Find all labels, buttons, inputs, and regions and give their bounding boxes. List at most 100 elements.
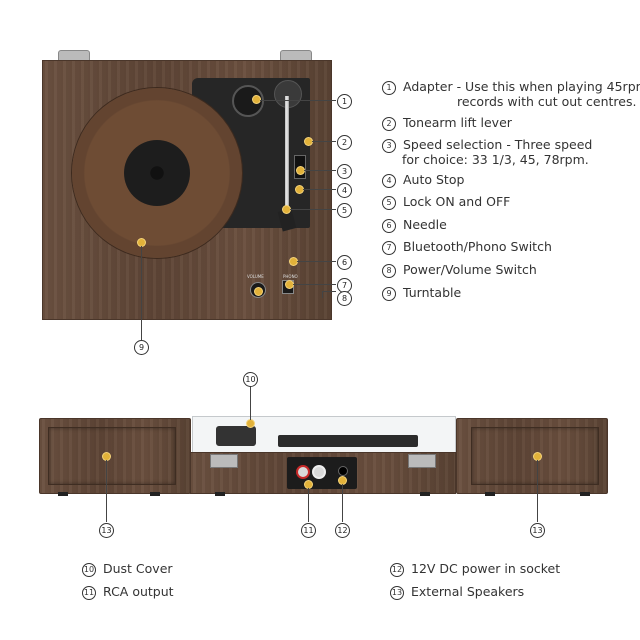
leader-2 (312, 141, 336, 142)
legend-item-8: 8 Power/Volume Switch (382, 262, 537, 278)
speaker-left-inset (48, 427, 176, 485)
bottom-legend-text-10: Dust Cover (103, 561, 173, 576)
legend-text-4: Auto Stop (403, 172, 465, 187)
bottom-legend-text-13: External Speakers (411, 584, 525, 599)
leader-13-left (106, 460, 107, 522)
legend-text-8: Power/Volume Switch (403, 262, 537, 277)
speaker-right-foot-b (580, 492, 590, 496)
tonearm[interactable] (285, 96, 289, 216)
leader-7 (293, 284, 336, 285)
legend-item-6: 6 Needle (382, 217, 447, 233)
bottom-legend-text-12: 12V DC power in socket (411, 561, 561, 576)
rca-right-jack[interactable] (312, 465, 326, 479)
marker-6 (290, 258, 297, 265)
legend-num-5: 5 (382, 196, 396, 210)
legend-item-4: 4 Auto Stop (382, 172, 464, 188)
callout-1: 1 (337, 94, 352, 109)
bottom-legend-13: 13 External Speakers (390, 584, 524, 600)
callout-6: 6 (337, 255, 352, 270)
callout-13-right: 13 (530, 523, 545, 538)
callout-12: 12 (335, 523, 350, 538)
callout-9: 9 (134, 340, 149, 355)
legend-item-3-cont: for choice: 33 1/3, 45, 78rpm. (402, 152, 589, 167)
bottom-legend-num-10: 10 (82, 563, 96, 577)
rear-tonearm (216, 426, 256, 446)
center-foot-b (420, 492, 430, 496)
bottom-legend-num-13: 13 (390, 586, 404, 600)
legend-num-4: 4 (382, 174, 396, 188)
speaker-left (39, 418, 191, 494)
marker-5 (283, 206, 290, 213)
callout-8: 8 (337, 291, 352, 306)
speaker-right-foot-a (485, 492, 495, 496)
legend-num-8: 8 (382, 264, 396, 278)
dc-jack[interactable] (338, 466, 348, 476)
legend-text-1a: Adapter - Use this when playing 45rpm (403, 79, 640, 94)
bottom-legend-12: 12 12V DC power in socket (390, 561, 560, 577)
legend-text-2: Tonearm lift lever (403, 115, 512, 130)
bottom-legend-10: 10 Dust Cover (82, 561, 173, 577)
legend-text-1b: records with cut out centres. (457, 94, 637, 109)
legend-item-3: 3 Speed selection - Three speed (382, 137, 592, 153)
leader-12 (342, 484, 343, 522)
legend-item-1-cont: records with cut out centres. (457, 94, 636, 109)
leader-8 (322, 291, 336, 292)
leader-1 (260, 100, 336, 101)
callout-2: 2 (337, 135, 352, 150)
marker-1 (253, 96, 260, 103)
legend-text-7: Bluetooth/Phono Switch (403, 239, 552, 254)
leader-6 (297, 261, 336, 262)
legend-num-1: 1 (382, 81, 396, 95)
callout-5: 5 (337, 203, 352, 218)
leader-8b (322, 291, 323, 298)
legend-num-3: 3 (382, 139, 396, 153)
legend-item-7: 7 Bluetooth/Phono Switch (382, 239, 552, 255)
bottom-legend-11: 11 RCA output (82, 584, 174, 600)
leader-11 (308, 488, 309, 522)
bottom-legend-text-11: RCA output (103, 584, 174, 599)
legend-item-1: 1 Adapter - Use this when playing 45rpm (382, 79, 640, 95)
speaker-left-foot-b (150, 492, 160, 496)
hinge-rear-right (408, 454, 436, 468)
marker-11 (305, 481, 312, 488)
marker-8 (255, 288, 262, 295)
hinge-rear-left (210, 454, 238, 468)
legend-num-6: 6 (382, 219, 396, 233)
rca-left-jack[interactable] (296, 465, 310, 479)
legend-num-7: 7 (382, 241, 396, 255)
legend-item-9: 9 Turntable (382, 285, 461, 301)
leader-4 (303, 189, 336, 190)
bottom-legend-num-11: 11 (82, 586, 96, 600)
speaker-left-foot-a (58, 492, 68, 496)
leader-5 (290, 209, 336, 210)
bottom-legend-num-12: 12 (390, 563, 404, 577)
leader-13-right (537, 460, 538, 522)
center-foot-a (215, 492, 225, 496)
callout-13-left: 13 (99, 523, 114, 538)
speaker-right (456, 418, 608, 494)
volume-label: VOLUME (247, 274, 264, 279)
legend-num-9: 9 (382, 287, 396, 301)
legend-text-6: Needle (403, 217, 447, 232)
callout-3: 3 (337, 164, 352, 179)
legend-item-2: 2 Tonearm lift lever (382, 115, 512, 131)
marker-4 (296, 186, 303, 193)
marker-12 (339, 477, 346, 484)
legend-text-3a: Speed selection - Three speed (403, 137, 593, 152)
legend-text-3b: for choice: 33 1/3, 45, 78rpm. (402, 152, 589, 167)
legend-num-2: 2 (382, 117, 396, 131)
marker-10 (247, 420, 254, 427)
marker-9 (138, 239, 145, 246)
legend-text-9: Turntable (403, 285, 462, 300)
marker-13-right (534, 453, 541, 460)
leader-10 (250, 386, 251, 420)
callout-4: 4 (337, 183, 352, 198)
turntable-top-view: VOLUME PHONO (42, 50, 332, 320)
callout-10: 10 (243, 372, 258, 387)
leader-9 (141, 246, 142, 340)
leader-3 (304, 170, 336, 171)
marker-7 (286, 281, 293, 288)
record-label (124, 140, 190, 206)
rear-platter (278, 435, 418, 447)
